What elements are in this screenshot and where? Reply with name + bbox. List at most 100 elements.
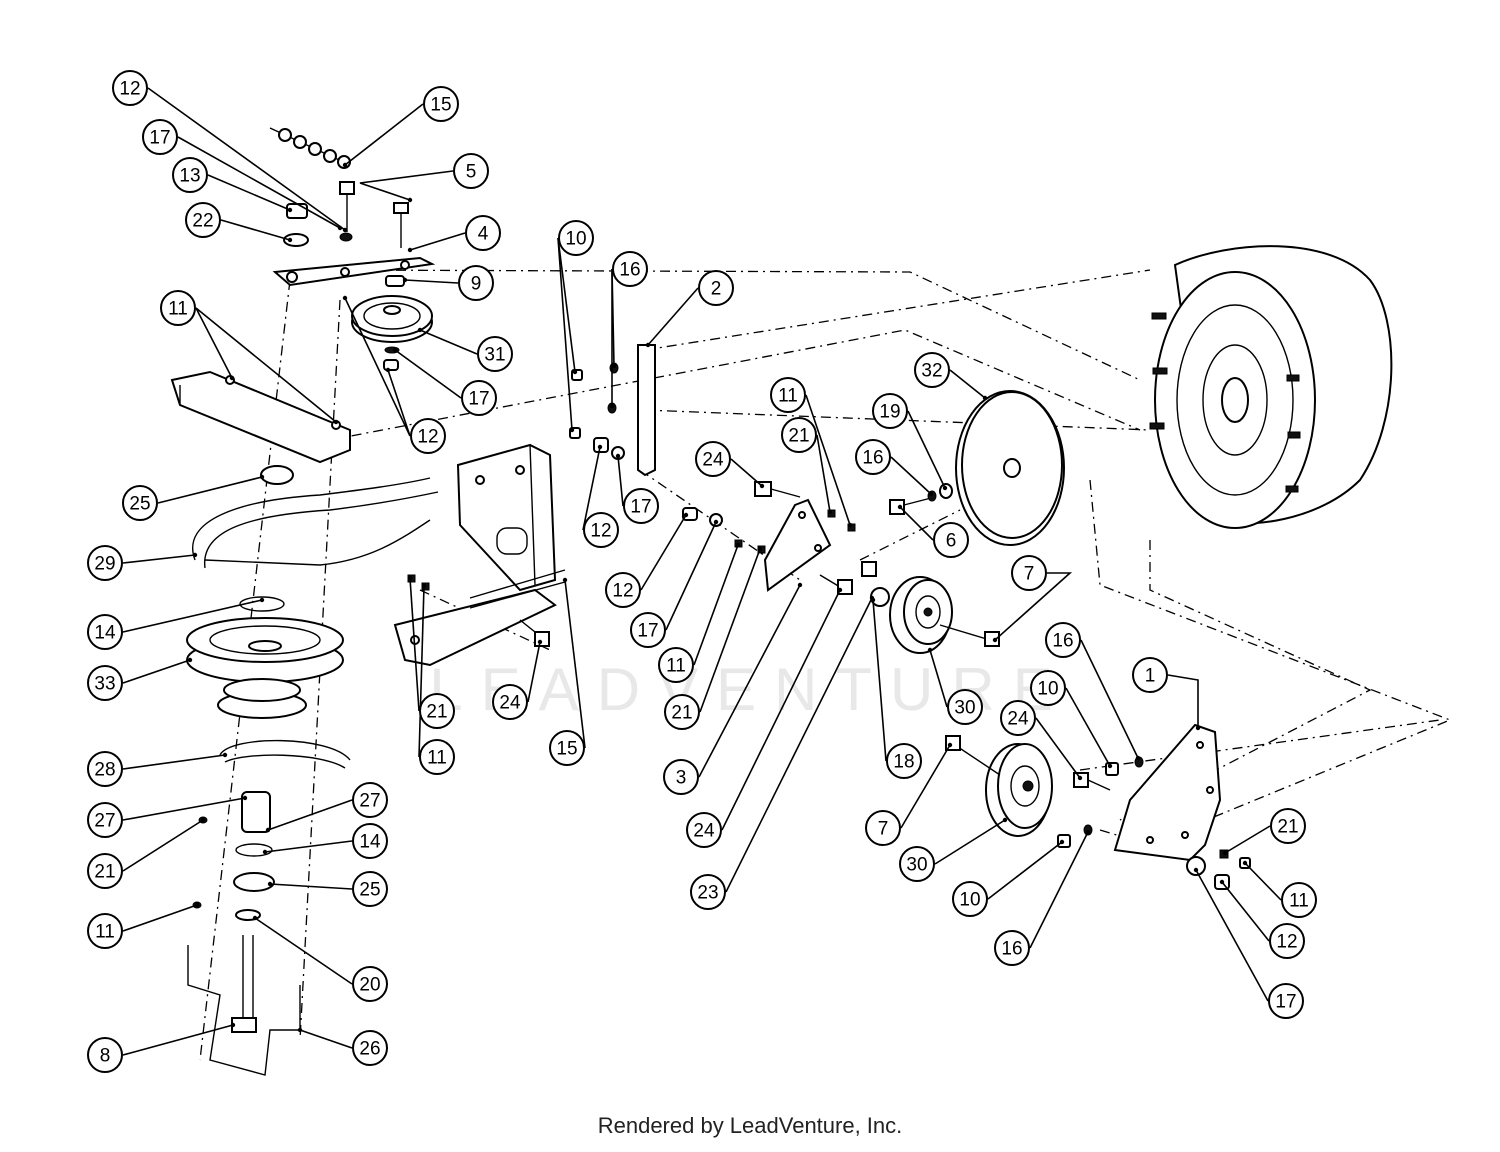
- bracket-3: [763, 498, 832, 592]
- callout-label: 28: [94, 760, 115, 781]
- callout-part-15[interactable]: 15: [423, 86, 459, 122]
- callout-circle: [690, 874, 726, 910]
- callout-part-2[interactable]: 2: [698, 270, 734, 306]
- callout-part-6[interactable]: 6: [933, 522, 969, 558]
- callout-label: 11: [778, 386, 798, 407]
- callout-circle: [899, 846, 935, 882]
- callout-part-5[interactable]: 5: [453, 153, 489, 189]
- callout-part-7[interactable]: 7: [865, 810, 901, 846]
- leader-line: [195, 307, 233, 379]
- callout-part-19[interactable]: 19: [872, 393, 908, 429]
- callout-part-25[interactable]: 25: [352, 871, 388, 907]
- leader-arrow: [1135, 755, 1141, 761]
- leader-arrow: [597, 444, 603, 450]
- callout-part-21[interactable]: 21: [781, 417, 817, 453]
- callout-part-22[interactable]: 22: [185, 202, 221, 238]
- callout-part-30[interactable]: 30: [899, 846, 935, 882]
- callout-circle: [855, 439, 891, 475]
- leader-line: [730, 458, 763, 487]
- callout-part-28[interactable]: 28: [87, 751, 123, 787]
- callout-circle: [465, 215, 501, 251]
- callout-part-13[interactable]: 13: [172, 157, 208, 193]
- callout-label: 20: [359, 975, 380, 996]
- callout-part-17[interactable]: 17: [623, 488, 659, 524]
- callout-part-11[interactable]: 11: [160, 290, 196, 326]
- callout-part-15[interactable]: 15: [549, 730, 585, 766]
- callout-part-10[interactable]: 10: [952, 881, 988, 917]
- callout-part-11[interactable]: 11: [1281, 882, 1317, 918]
- callout-part-29[interactable]: 29: [87, 545, 123, 581]
- callout-label: 17: [468, 389, 489, 410]
- callout-part-10[interactable]: 10: [1030, 670, 1066, 706]
- callout-circle: [419, 739, 455, 775]
- callout-part-7[interactable]: 7: [1011, 555, 1047, 591]
- callout-part-12[interactable]: 12: [410, 418, 446, 454]
- callout-label: 15: [556, 739, 577, 760]
- callout-label: 17: [149, 128, 170, 149]
- callout-part-16[interactable]: 16: [994, 930, 1030, 966]
- callout-part-30[interactable]: 30: [947, 689, 983, 725]
- callout-part-17[interactable]: 17: [1268, 983, 1304, 1019]
- callout-part-16[interactable]: 16: [855, 439, 891, 475]
- callout-label: 30: [906, 855, 927, 876]
- callout-part-12[interactable]: 12: [1269, 923, 1305, 959]
- callout-part-1[interactable]: 1: [1132, 657, 1168, 693]
- callout-part-3[interactable]: 3: [663, 759, 699, 795]
- leader-line: [344, 103, 424, 166]
- callout-circle: [352, 782, 388, 818]
- leader-arrow: [194, 902, 200, 908]
- callout-circle: [947, 689, 983, 725]
- callout-part-24[interactable]: 24: [1000, 700, 1036, 736]
- callout-part-21[interactable]: 21: [664, 694, 700, 730]
- callout-part-10[interactable]: 10: [558, 220, 594, 256]
- callout-part-12[interactable]: 12: [605, 572, 641, 608]
- footer-credit: Rendered by LeadVenture, Inc.: [598, 1113, 903, 1138]
- callout-part-18[interactable]: 18: [886, 743, 922, 779]
- callout-part-24[interactable]: 24: [492, 684, 528, 720]
- callout-part-27[interactable]: 27: [87, 802, 123, 838]
- callout-part-11[interactable]: 11: [87, 913, 123, 949]
- callout-part-4[interactable]: 4: [465, 215, 501, 251]
- callout-part-17[interactable]: 17: [461, 380, 497, 416]
- leader-line: [640, 514, 687, 591]
- callout-part-8[interactable]: 8: [87, 1037, 123, 1073]
- callout-part-11[interactable]: 11: [419, 739, 455, 775]
- callout-part-12[interactable]: 12: [112, 70, 148, 106]
- callout-part-24[interactable]: 24: [686, 812, 722, 848]
- callout-part-21[interactable]: 21: [1270, 808, 1306, 844]
- callout-circle: [686, 812, 722, 848]
- callout-part-24[interactable]: 24: [695, 441, 731, 477]
- callout-part-32[interactable]: 32: [914, 352, 950, 388]
- callout-part-11[interactable]: 11: [658, 647, 694, 683]
- snap-ring-14-top: [239, 596, 285, 612]
- callout-part-20[interactable]: 20: [352, 966, 388, 1002]
- callout-part-33[interactable]: 33: [87, 665, 123, 701]
- callout-part-23[interactable]: 23: [690, 874, 726, 910]
- callout-part-21[interactable]: 21: [87, 853, 123, 889]
- callout-part-31[interactable]: 31: [477, 336, 513, 372]
- callout-part-26[interactable]: 26: [352, 1030, 388, 1066]
- callout-part-21[interactable]: 21: [419, 693, 455, 729]
- callout-circle: [87, 1037, 123, 1073]
- callout-label: 16: [862, 448, 883, 469]
- callout-part-14[interactable]: 14: [87, 614, 123, 650]
- callout-part-17[interactable]: 17: [630, 612, 666, 648]
- leader-arrow: [942, 485, 948, 491]
- nut-10-i: [1057, 834, 1071, 848]
- callout-part-16[interactable]: 16: [1045, 622, 1081, 658]
- callout-part-14[interactable]: 14: [352, 823, 388, 859]
- leader-line: [254, 917, 353, 985]
- leader-arrow: [713, 519, 719, 525]
- callout-circle: [558, 220, 594, 256]
- callout-label: 9: [471, 274, 482, 295]
- leader-line: [404, 279, 459, 284]
- callout-part-12[interactable]: 12: [583, 512, 619, 548]
- callout-part-9[interactable]: 9: [458, 265, 494, 301]
- callout-part-25[interactable]: 25: [122, 485, 158, 521]
- callout-part-11[interactable]: 11: [770, 377, 806, 413]
- callout-part-16[interactable]: 16: [612, 251, 648, 287]
- callout-part-17[interactable]: 17: [142, 119, 178, 155]
- callout-part-27[interactable]: 27: [352, 782, 388, 818]
- nut-12-mid: [383, 359, 399, 371]
- leader-line: [269, 883, 353, 890]
